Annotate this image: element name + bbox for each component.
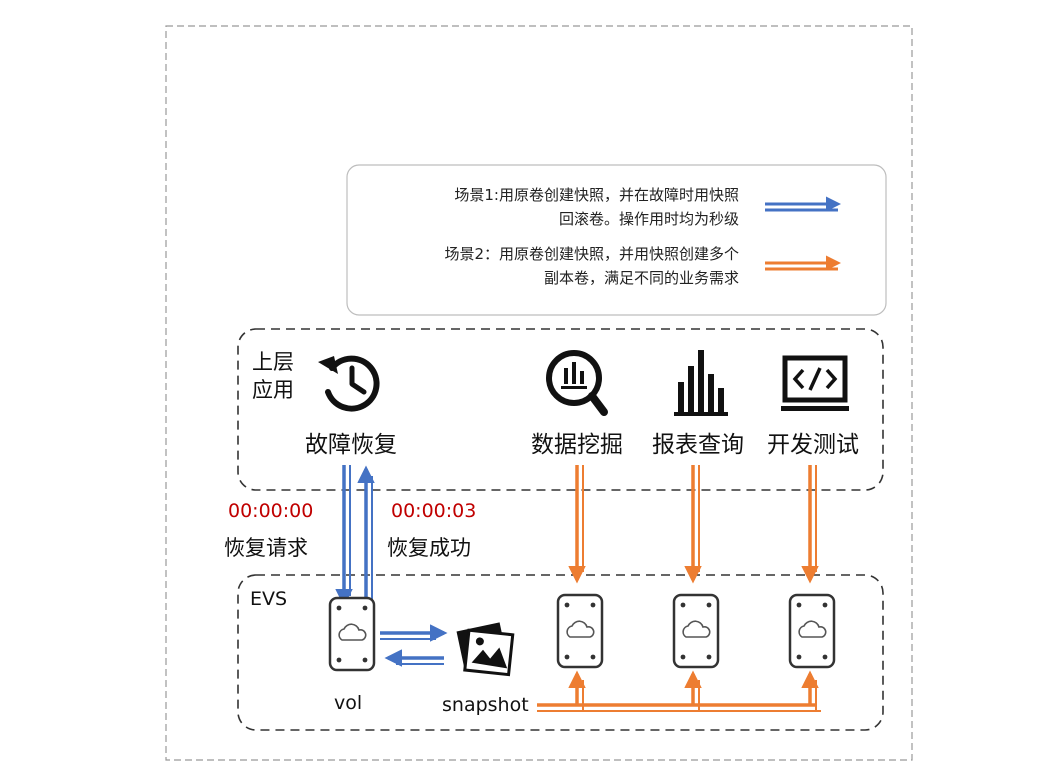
cloud-disk-icon <box>328 596 376 672</box>
snapshot-to-vol-arrow <box>384 649 444 667</box>
orange-arrow-data-mining <box>568 465 586 584</box>
legend-scenario1-line2: 回滚卷。操作用时均为秒级 <box>558 210 739 228</box>
code-monitor-icon <box>781 355 849 411</box>
outer-frame <box>165 25 913 761</box>
request-label: 恢复请求 <box>224 536 308 560</box>
legend-scenario1: 场景1:用原卷创建快照，并在故障时用快照 回滚卷。操作用时均为秒级 <box>454 183 739 231</box>
vol-label: vol <box>334 692 363 714</box>
bar-chart-icon <box>674 350 728 416</box>
orange-arrow-dev-test <box>801 465 819 584</box>
history-icon <box>318 355 380 412</box>
photo-stack-icon <box>456 622 515 677</box>
app-label-data-mining: 数据挖掘 <box>531 432 623 458</box>
vol-to-snapshot-arrow <box>380 624 448 642</box>
evs-label: EVS <box>250 588 288 610</box>
upper-layer-label: 上层 应用 <box>252 348 294 404</box>
legend-arrow-blue <box>765 196 841 212</box>
legend-box <box>346 164 887 316</box>
orange-arrow-report-query <box>684 465 702 584</box>
success-time: 00:00:03 <box>391 500 477 522</box>
legend-scenario1-line1: 场景1:用原卷创建快照，并在故障时用快照 <box>454 186 739 204</box>
request-time: 00:00:00 <box>228 500 314 522</box>
upper-layer-box <box>237 328 884 491</box>
cloud-disk-icon <box>556 593 604 669</box>
app-label-fault-recovery: 故障恢复 <box>305 432 397 458</box>
app-label-report-query: 报表查询 <box>652 432 744 458</box>
orange-bus-from-snapshot <box>537 670 821 712</box>
legend-scenario2: 场景2：用原卷创建快照，并用快照创建多个 副本卷，满足不同的业务需求 <box>444 242 739 290</box>
upper-layer-label-line1: 上层 <box>252 350 294 374</box>
evs-box <box>237 574 884 731</box>
legend-scenario2-line1: 场景2：用原卷创建快照，并用快照创建多个 <box>444 245 739 263</box>
magnifier-chart-icon <box>546 350 608 416</box>
upper-layer-label-line2: 应用 <box>252 378 294 402</box>
legend-scenario2-line2: 副本卷，满足不同的业务需求 <box>543 269 739 287</box>
snapshot-label: snapshot <box>442 694 529 716</box>
cloud-disk-icon <box>672 593 720 669</box>
legend-arrow-orange <box>765 255 841 271</box>
success-label: 恢复成功 <box>387 536 471 560</box>
app-label-dev-test: 开发测试 <box>767 432 859 458</box>
cloud-disk-icon <box>788 593 836 669</box>
